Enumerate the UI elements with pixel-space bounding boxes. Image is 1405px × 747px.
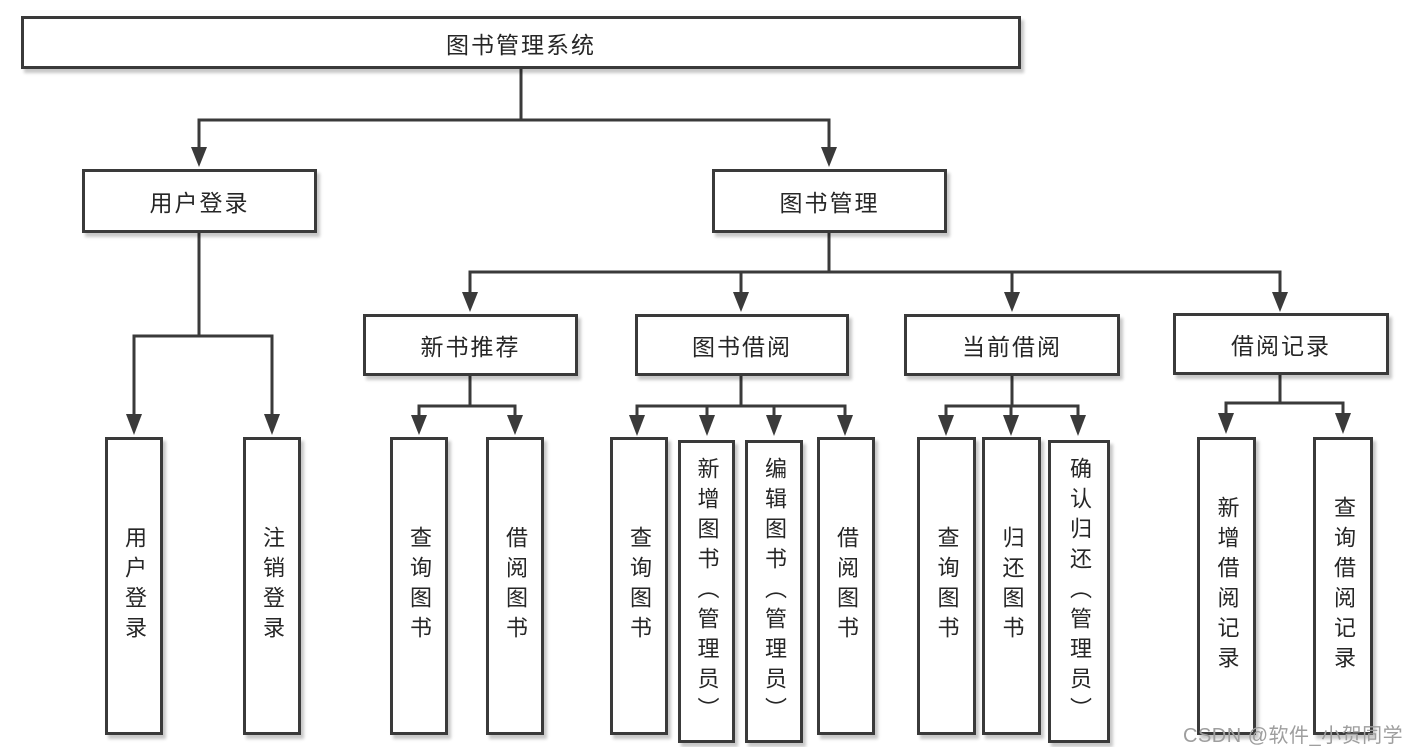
node-label: 图书管理 <box>779 190 880 216</box>
node-label: 借阅记录 <box>1231 333 1331 359</box>
leaf-add-books-admin: 新增图书（管理员） <box>678 440 735 743</box>
node-label: 图书管理系统 <box>446 31 596 58</box>
leaf-label: 查询借阅记录 <box>1331 496 1356 676</box>
leaf-borrow-books: 借阅图书 <box>817 437 875 735</box>
leaf-query-books-recommend: 查询图书 <box>390 437 448 735</box>
leaf-query-books-current: 查询图书 <box>917 437 976 735</box>
leaf-edit-books-admin: 编辑图书（管理员） <box>745 440 803 743</box>
leaf-label: 查询图书 <box>407 526 432 646</box>
node-user-login-group: 用户登录 <box>82 169 317 233</box>
leaf-label: 确认归还（管理员） <box>1067 456 1092 727</box>
leaf-label: 注销登录 <box>260 526 285 646</box>
leaf-query-books-borrow: 查询图书 <box>610 437 668 735</box>
connector-borrow-record-children <box>1218 373 1351 434</box>
node-current-borrow: 当前借阅 <box>904 314 1120 376</box>
leaf-label: 借阅图书 <box>503 526 528 646</box>
leaf-return-books: 归还图书 <box>982 437 1041 735</box>
leaf-borrow-books-recommend: 借阅图书 <box>486 437 544 735</box>
node-book-management: 图书管理 <box>712 169 947 233</box>
node-label: 当前借阅 <box>962 334 1062 360</box>
node-new-book-recommend: 新书推荐 <box>363 314 578 376</box>
node-book-borrow: 图书借阅 <box>635 314 849 376</box>
leaf-label: 查询图书 <box>934 526 960 646</box>
leaf-label: 编辑图书（管理员） <box>762 456 787 727</box>
leaf-add-borrow-record: 新增借阅记录 <box>1197 437 1256 735</box>
node-label: 图书借阅 <box>692 334 792 360</box>
connector-book-borrow-children <box>629 376 853 436</box>
connector-book-management-children <box>462 233 1288 312</box>
leaf-label: 归还图书 <box>999 526 1025 646</box>
leaf-label: 查询图书 <box>627 526 652 646</box>
leaf-user-login: 用户登录 <box>105 437 163 735</box>
connector-user-login-children <box>126 233 280 435</box>
leaf-label: 用户登录 <box>122 526 147 646</box>
leaf-label: 新增图书（管理员） <box>694 456 720 727</box>
connector-root-to-level2 <box>191 69 837 167</box>
connector-current-borrow-children <box>938 376 1086 436</box>
csdn-watermark: CSDN @软件_小贺同学 <box>1183 725 1404 747</box>
leaf-label: 借阅图书 <box>834 526 859 646</box>
leaf-confirm-return-admin: 确认归还（管理员） <box>1048 440 1110 743</box>
node-borrow-record: 借阅记录 <box>1173 313 1389 375</box>
node-label: 新书推荐 <box>420 334 521 360</box>
leaf-logout: 注销登录 <box>243 437 301 735</box>
leaf-query-borrow-record: 查询借阅记录 <box>1313 437 1373 735</box>
node-label: 用户登录 <box>149 190 250 216</box>
node-library-management-system: 图书管理系统 <box>21 16 1021 69</box>
connector-new-book-children <box>411 376 523 435</box>
leaf-label: 新增借阅记录 <box>1214 496 1240 676</box>
